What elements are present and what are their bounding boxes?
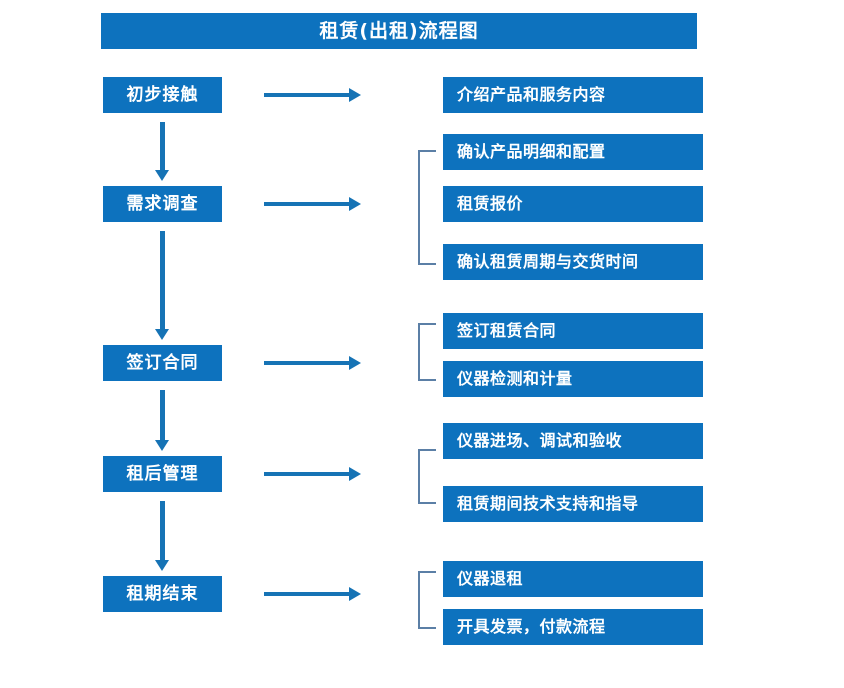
detail-box-2-1[interactable]: 确认产品明细和配置 xyxy=(443,134,703,170)
vertical-arrow-2-3 xyxy=(155,231,169,340)
stage-box-5[interactable]: 租期结束 xyxy=(103,576,222,612)
arrow-head-icon xyxy=(155,560,169,571)
detail-box-3-2[interactable]: 仪器检测和计量 xyxy=(443,361,703,397)
arrow-head-icon xyxy=(349,587,361,601)
stage-box-2[interactable]: 需求调查 xyxy=(103,186,222,222)
horizontal-arrow-3 xyxy=(264,356,361,370)
flowchart-title: 租赁(出租)流程图 xyxy=(101,13,697,49)
arrow-shaft xyxy=(264,592,350,596)
arrow-shaft xyxy=(264,361,350,365)
arrow-shaft xyxy=(160,501,165,560)
horizontal-arrow-4 xyxy=(264,467,361,481)
horizontal-arrow-1 xyxy=(264,88,361,102)
arrow-head-icon xyxy=(349,356,361,370)
detail-box-2-2[interactable]: 租赁报价 xyxy=(443,186,703,222)
arrow-shaft xyxy=(160,390,165,440)
stage-box-1[interactable]: 初步接触 xyxy=(103,77,222,113)
arrow-head-icon xyxy=(155,329,169,340)
stage-box-3[interactable]: 签订合同 xyxy=(103,345,222,381)
group-bracket-5 xyxy=(418,571,436,629)
group-bracket-4 xyxy=(418,449,436,504)
horizontal-arrow-5 xyxy=(264,587,361,601)
detail-box-1-1[interactable]: 介绍产品和服务内容 xyxy=(443,77,703,113)
detail-box-5-2[interactable]: 开具发票，付款流程 xyxy=(443,609,703,645)
detail-box-4-1[interactable]: 仪器进场、调试和验收 xyxy=(443,423,703,459)
arrow-head-icon xyxy=(349,197,361,211)
arrow-shaft xyxy=(264,202,350,206)
vertical-arrow-1-2 xyxy=(155,122,169,181)
horizontal-arrow-2 xyxy=(264,197,361,211)
vertical-arrow-3-4 xyxy=(155,390,169,451)
arrow-head-icon xyxy=(155,170,169,181)
detail-box-2-3[interactable]: 确认租赁周期与交货时间 xyxy=(443,244,703,280)
stage-box-4[interactable]: 租后管理 xyxy=(103,456,222,492)
detail-box-4-2[interactable]: 租赁期间技术支持和指导 xyxy=(443,486,703,522)
arrow-shaft xyxy=(264,93,350,97)
arrow-shaft xyxy=(264,472,350,476)
vertical-arrow-4-5 xyxy=(155,501,169,571)
group-bracket-3 xyxy=(418,323,436,381)
arrow-head-icon xyxy=(349,88,361,102)
arrow-head-icon xyxy=(349,467,361,481)
arrow-shaft xyxy=(160,231,165,329)
arrow-shaft xyxy=(160,122,165,170)
detail-box-3-1[interactable]: 签订租赁合同 xyxy=(443,313,703,349)
group-bracket-2 xyxy=(418,150,436,265)
detail-box-5-1[interactable]: 仪器退租 xyxy=(443,561,703,597)
arrow-head-icon xyxy=(155,440,169,451)
